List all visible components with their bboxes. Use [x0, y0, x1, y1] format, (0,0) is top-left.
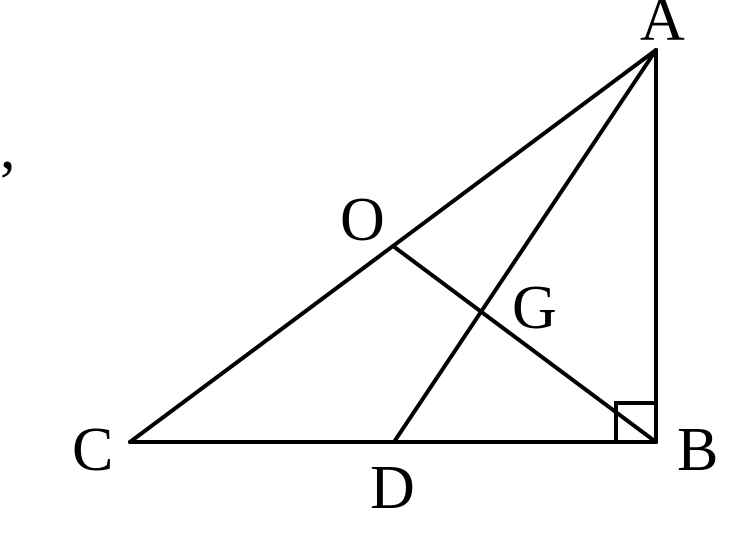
segment-AD [392, 48, 658, 444]
label-A: A [640, 0, 685, 54]
right-angle-marker [614, 401, 658, 444]
stray-comma: , [0, 114, 16, 182]
label-C: C [72, 416, 113, 484]
label-O: O [340, 186, 385, 254]
label-B: B [677, 416, 718, 484]
segment-BO [391, 244, 658, 444]
label-G: G [512, 274, 557, 342]
label-D: D [370, 454, 415, 522]
